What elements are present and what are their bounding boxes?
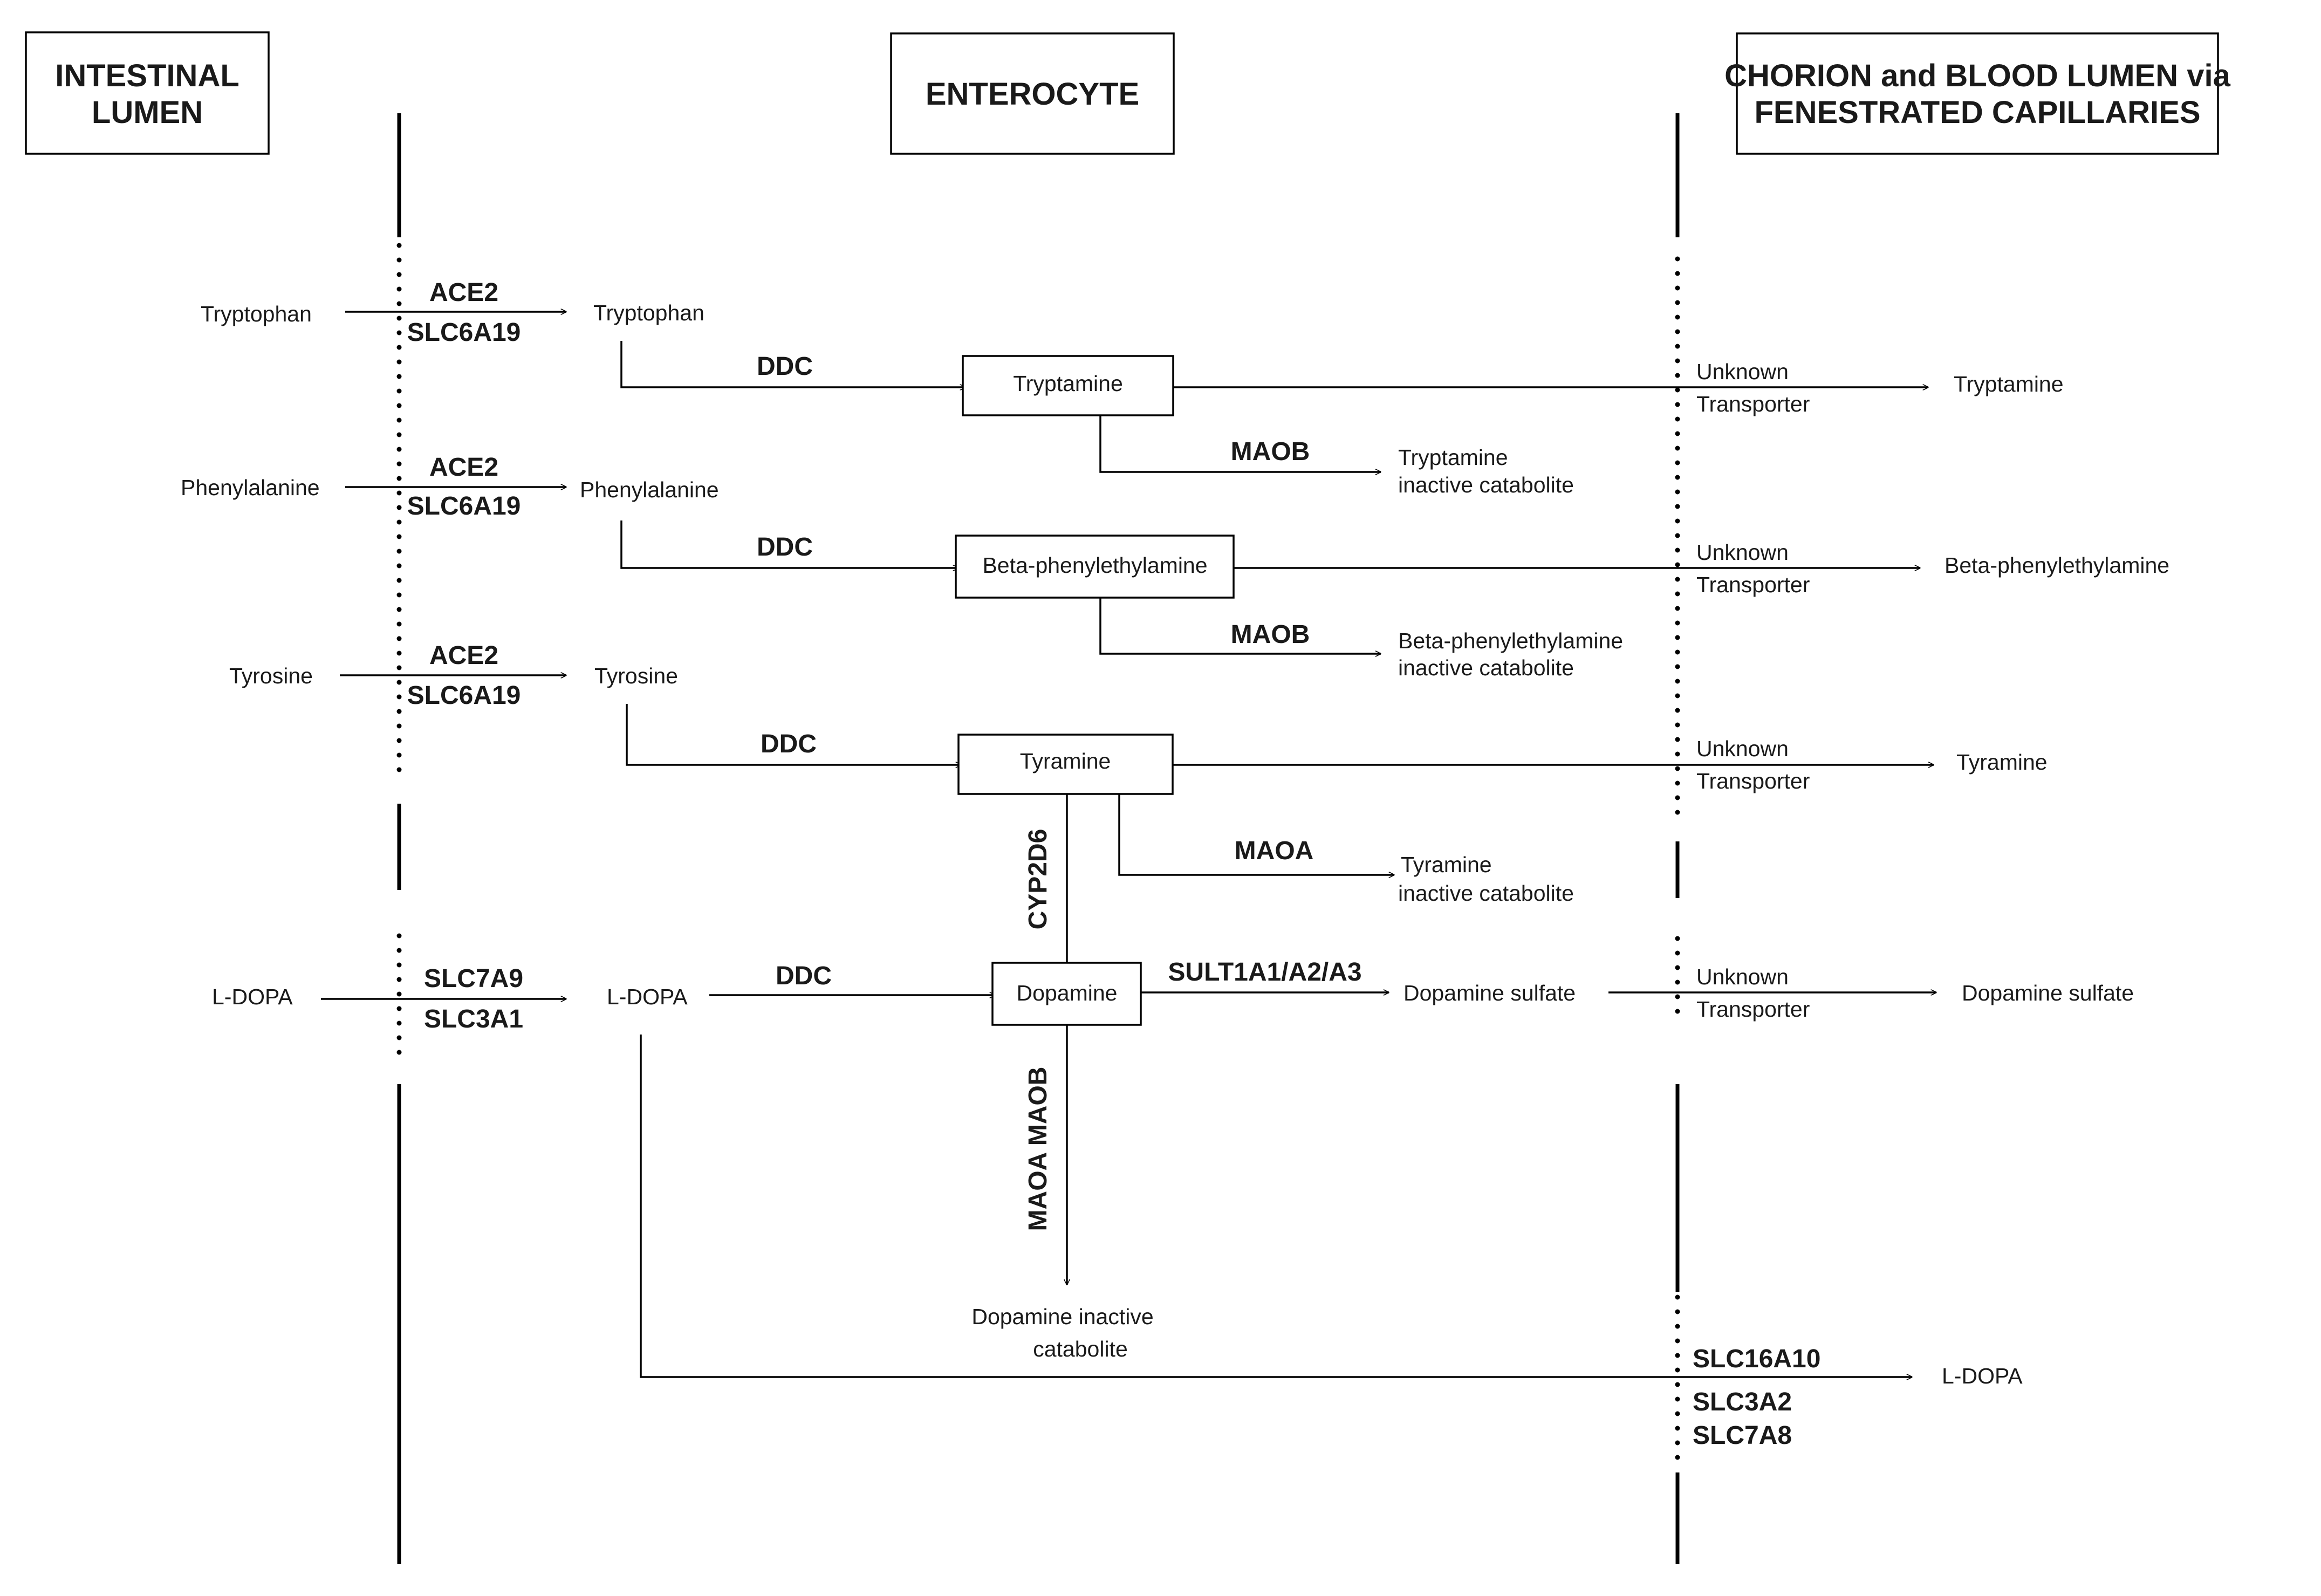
chorion-header: CHORION and BLOOD LUMEN via FENESTRATED … xyxy=(1724,32,2231,155)
beta-phenylethylamine-maob-arrow xyxy=(1099,598,1381,654)
blood-dopamine-sulfate: Dopamine sulfate xyxy=(1962,981,2134,1005)
phenylalanine-ddc-arrow xyxy=(620,520,958,568)
ldopa-pathway: L-DOPA SLC7A9 SLC3A1 L-DOPA DDC Dopamine… xyxy=(212,958,2134,1450)
blood-beta-phenylethylamine: Beta-phenylethylamine xyxy=(1945,553,2169,578)
tyrosine-uptake-slc6a19: SLC6A19 xyxy=(407,681,521,710)
lumen-ldopa: L-DOPA xyxy=(212,984,293,1009)
ldopa-basolateral-slc7a8: SLC7A8 xyxy=(1693,1421,1792,1450)
tyrosine-pathway: Tyrosine ACE2 SLC6A19 Tyrosine DDC Tyram… xyxy=(229,641,2048,983)
beta-phenylethylamine-maob: MAOB xyxy=(1231,620,1310,649)
tyramine-maoa-arrow xyxy=(1118,794,1394,875)
lumen-header: INTESTINAL LUMEN xyxy=(25,31,270,155)
chorion-header-line2: FENESTRATED CAPILLARIES xyxy=(1754,95,2200,130)
dopamine-sulfate-efflux-line2: Transporter xyxy=(1696,997,1810,1022)
dopamine-label: Dopamine xyxy=(1017,981,1118,1005)
ldopa-basolateral-slc16a10: SLC16A10 xyxy=(1693,1345,1820,1373)
cell-ldopa: L-DOPA xyxy=(607,984,688,1009)
tyramine-maoa: MAOA xyxy=(1235,837,1314,865)
beta-phenylethylamine-catabolite-line1: Beta-phenylethylamine xyxy=(1398,628,1623,653)
lumen-phenylalanine: Phenylalanine xyxy=(181,475,320,500)
ldopa-basolateral-slc3a2: SLC3A2 xyxy=(1693,1388,1792,1416)
phenylalanine-pathway: Phenylalanine ACE2 SLC6A19 Phenylalanine… xyxy=(181,453,2169,680)
ldopa-basolateral-arrow xyxy=(640,1035,1912,1377)
tryptophan-uptake-slc6a19: SLC6A19 xyxy=(407,318,521,347)
tryptophan-ddc-arrow xyxy=(620,341,966,387)
dopamine-mao: MAOA MAOB xyxy=(1024,1067,1052,1231)
beta-phenylethylamine-catabolite-line2: inactive catabolite xyxy=(1398,655,1574,680)
dopamine-box xyxy=(991,962,1142,1026)
chorion-header-line1: CHORION and BLOOD LUMEN via xyxy=(1724,58,2230,93)
lumen-header-line2: LUMEN xyxy=(92,95,203,130)
beta-phenylethylamine-label: Beta-phenylethylamine xyxy=(982,553,1207,578)
ldopa-uptake-slc7a9: SLC7A9 xyxy=(424,964,523,993)
cell-tryptophan: Tryptophan xyxy=(593,300,704,325)
enterocyte-header-box xyxy=(890,32,1175,155)
tyramine-label: Tyramine xyxy=(1020,749,1111,773)
dopamine-sulfate-efflux-line1: Unknown xyxy=(1696,964,1789,989)
tyramine-cyp2d6: CYP2D6 xyxy=(1024,829,1052,930)
beta-phenylethylamine-efflux-line2: Transporter xyxy=(1696,572,1810,597)
phenylalanine-uptake-ace2: ACE2 xyxy=(429,453,498,482)
blood-tryptamine: Tryptamine xyxy=(1954,372,2064,396)
dopamine-catabolite-line1: Dopamine inactive xyxy=(971,1304,1153,1329)
blood-tyramine: Tyramine xyxy=(1956,750,2048,775)
dopamine-sult: SULT1A1/A2/A3 xyxy=(1168,958,1361,987)
ldopa-ddc: DDC xyxy=(776,962,832,990)
enterocyte-header: ENTEROCYTE xyxy=(890,32,1175,155)
phenylalanine-uptake-slc6a19: SLC6A19 xyxy=(407,492,521,520)
ldopa-uptake-slc3a1: SLC3A1 xyxy=(424,1005,523,1033)
dopamine-sulfate: Dopamine sulfate xyxy=(1403,981,1576,1005)
lumen-header-box xyxy=(25,31,270,155)
tryptamine-maob: MAOB xyxy=(1231,437,1310,466)
tryptophan-pathway: Tryptophan ACE2 SLC6A19 Tryptophan DDC T… xyxy=(201,278,2064,497)
tyramine-efflux-line1: Unknown xyxy=(1696,736,1789,761)
tryptophan-uptake-ace2: ACE2 xyxy=(429,278,498,307)
cell-phenylalanine: Phenylalanine xyxy=(580,477,719,502)
lumen-tryptophan: Tryptophan xyxy=(201,302,312,326)
blood-ldopa: L-DOPA xyxy=(1942,1364,2023,1388)
chorion-header-box xyxy=(1736,32,2219,155)
enterocyte-header-title: ENTEROCYTE xyxy=(926,77,1139,112)
tyrosine-uptake-ace2: ACE2 xyxy=(429,641,498,670)
tyramine-catabolite-line1: Tyramine xyxy=(1401,852,1492,877)
tyramine-efflux-line2: Transporter xyxy=(1696,769,1810,793)
tryptamine-catabolite-line1: Tryptamine xyxy=(1398,445,1508,470)
cell-tyrosine: Tyrosine xyxy=(594,663,678,688)
lumen-tyrosine: Tyrosine xyxy=(229,663,313,688)
tryptamine-box xyxy=(962,355,1174,416)
beta-phenylethylamine-efflux-line1: Unknown xyxy=(1696,540,1789,565)
phenylalanine-ddc: DDC xyxy=(757,533,813,561)
tryptamine-catabolite-line2: inactive catabolite xyxy=(1398,472,1574,497)
tryptamine-efflux-line2: Transporter xyxy=(1696,392,1810,416)
tryptamine-maob-arrow xyxy=(1099,415,1381,472)
tyramine-catabolite-line2: inactive catabolite xyxy=(1398,881,1574,906)
tryptamine-label: Tryptamine xyxy=(1013,371,1123,396)
tyrosine-ddc-arrow xyxy=(626,704,961,765)
lumen-header-line1: INTESTINAL xyxy=(55,58,239,93)
beta-phenylethylamine-box xyxy=(955,535,1235,599)
tryptophan-ddc: DDC xyxy=(757,352,813,381)
tryptamine-efflux-line1: Unknown xyxy=(1696,359,1789,384)
tyrosine-ddc: DDC xyxy=(761,730,817,758)
dopamine-catabolite-line2: catabolite xyxy=(1033,1337,1128,1361)
